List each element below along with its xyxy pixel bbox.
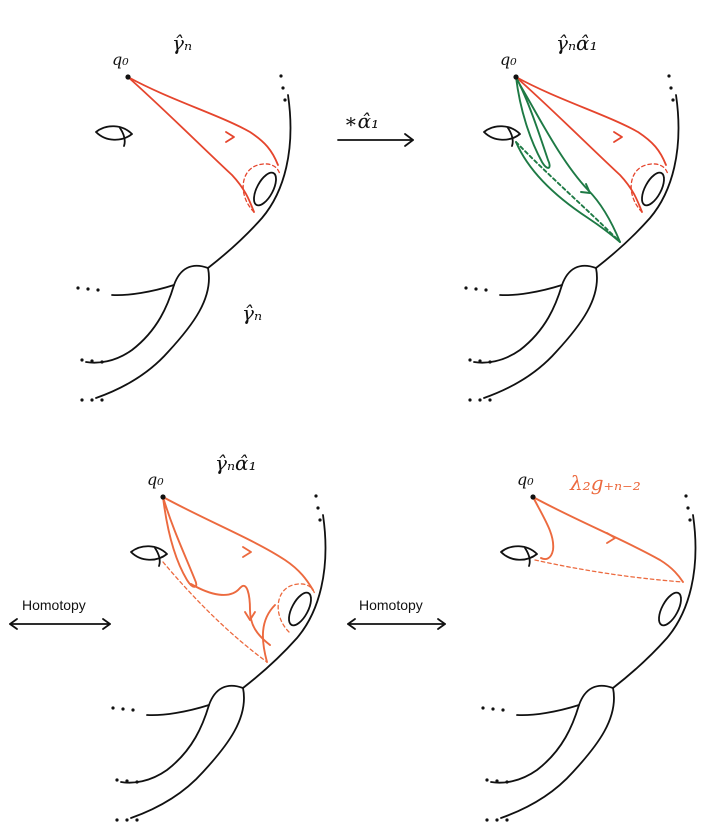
surface-outline <box>111 494 327 822</box>
basepoint-label: q₀ <box>517 470 534 489</box>
basepoint-dot <box>160 494 166 500</box>
surface-outline <box>464 74 680 402</box>
loop-gamma-alpha <box>162 496 316 663</box>
basepoint-label: q₀ <box>112 50 129 69</box>
loop-gamma-n <box>127 76 281 213</box>
arrow-homotopy-left-label: Homotopy <box>22 597 86 613</box>
hole-icon <box>130 545 168 567</box>
arrow-homotopy-left: Homotopy <box>9 597 111 630</box>
panel-bottom-left: q₀ γ̂ₙα̂₁ <box>111 451 327 822</box>
basepoint-dot <box>513 74 519 80</box>
panel-top-right: q₀ γ̂ₙα̂₁ <box>464 31 680 402</box>
basepoint-label: q₀ <box>500 50 517 69</box>
loop-label-mid: γ̂ₙ <box>242 301 262 325</box>
basepoint-label: q₀ <box>147 470 164 489</box>
loop-alpha-1 <box>515 76 621 243</box>
loop-lambda <box>532 496 684 583</box>
hole-icon <box>95 125 133 147</box>
arrow-compose-label: ∗α̂₁ <box>344 109 379 133</box>
arrow-homotopy-middle: Homotopy <box>347 597 446 630</box>
arrow-homotopy-middle-label: Homotopy <box>359 597 423 613</box>
loop-label-top: γ̂ₙ <box>172 31 192 55</box>
panel-top-left: q₀ γ̂ₙ γ̂ₙ <box>76 31 292 402</box>
loop-label-top: λ₂g₊ₙ₋₂ <box>569 471 641 495</box>
hole-icon <box>500 545 538 567</box>
surface-outline <box>76 74 292 402</box>
surface-outline <box>481 494 697 822</box>
arrow-compose: ∗α̂₁ <box>337 109 414 147</box>
panel-bottom-right: q₀ λ₂g₊ₙ₋₂ <box>481 470 697 822</box>
basepoint-dot <box>530 494 536 500</box>
hole-icon <box>483 125 521 147</box>
basepoint-dot <box>125 74 131 80</box>
loop-gamma-n <box>515 76 669 213</box>
loop-label-top: γ̂ₙα̂₁ <box>556 31 598 55</box>
loop-label-top: γ̂ₙα̂₁ <box>215 451 257 475</box>
